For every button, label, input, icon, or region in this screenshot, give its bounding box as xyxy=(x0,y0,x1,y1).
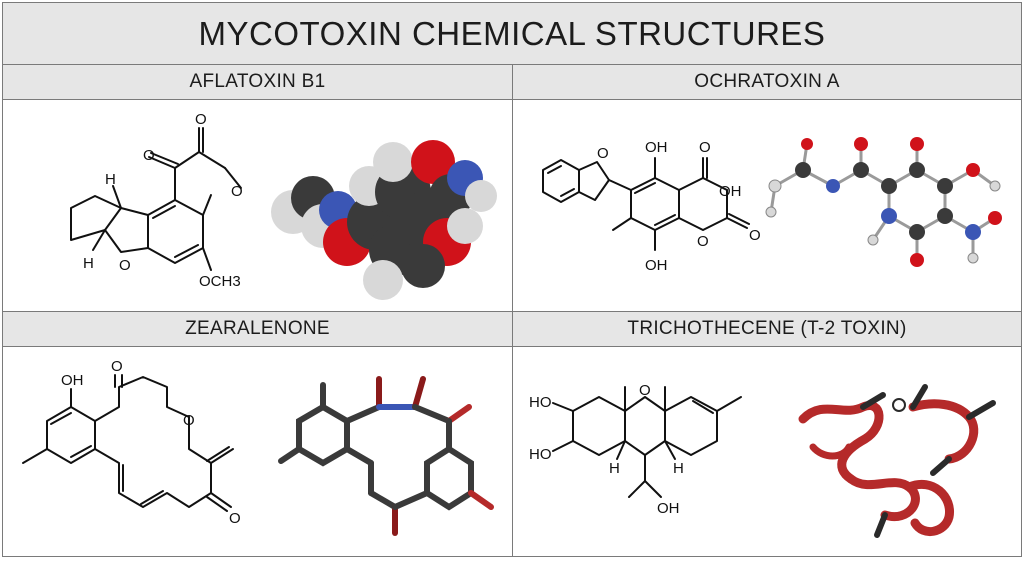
ochratoxin-ball-and-stick-model xyxy=(765,137,1002,267)
aflatoxin-structural-formula: O O O O H H OCH3 xyxy=(70,111,497,300)
panel-body: OH O O O xyxy=(3,347,512,556)
panel-header: ZEARALENONE xyxy=(3,312,512,347)
atom-label-oh: OH xyxy=(645,257,668,274)
panel-header: TRICHOTHECENE (T-2 TOXIN) xyxy=(513,312,1021,347)
atom-label-methoxy: OCH3 xyxy=(199,273,241,290)
atom-label-h: H xyxy=(609,460,620,477)
atom-label-o: O xyxy=(697,233,709,250)
atom-label-o: O xyxy=(143,147,155,164)
panel-body: HO HO O H H OH xyxy=(513,347,1021,556)
atom-label-ho: HO xyxy=(529,394,552,411)
trichothecene-ribbon-model xyxy=(798,384,996,538)
figure-title: MYCOTOXIN CHEMICAL STRUCTURES xyxy=(3,3,1021,65)
panel-body: O OH O OH O O OH xyxy=(513,100,1021,311)
atom-label-o: O xyxy=(183,412,195,429)
atom-label-oh: OH xyxy=(719,183,742,200)
atom-label-o: O xyxy=(639,382,651,399)
panel-ochratoxin-a: OCHRATOXIN A xyxy=(513,65,1021,312)
atom-label-o: O xyxy=(699,139,711,156)
ochratoxin-structural-formula: O OH O OH O O OH xyxy=(542,137,1002,274)
atom-label-o: O xyxy=(231,183,243,200)
zearalenone-structural-formula: OH O O O xyxy=(22,358,494,536)
panel-trichothecene: TRICHOTHECENE (T-2 TOXIN) xyxy=(513,312,1021,556)
panel-header: AFLATOXIN B1 xyxy=(3,65,512,100)
panel-zearalenone: ZEARALENONE xyxy=(3,312,513,556)
atom-label-o: O xyxy=(111,358,123,375)
atom-label-oh: OH xyxy=(61,372,84,389)
panel-header: OCHRATOXIN A xyxy=(513,65,1021,100)
zearalenone-stick-model xyxy=(278,376,494,536)
panel-aflatoxin-b1: AFLATOXIN B1 xyxy=(3,65,513,312)
atom-label-h: H xyxy=(105,171,116,188)
atom-label-o: O xyxy=(749,227,761,244)
atom-label-oh: OH xyxy=(645,139,668,156)
aflatoxin-space-filling-model xyxy=(271,140,497,300)
atom-label-oh: OH xyxy=(657,500,680,517)
atom-label-o: O xyxy=(597,145,609,162)
atom-label-o: O xyxy=(195,111,207,128)
atom-label-h: H xyxy=(83,255,94,272)
atom-label-h: H xyxy=(673,460,684,477)
atom-label-ho: HO xyxy=(529,446,552,463)
panel-body: O O O O H H OCH3 xyxy=(3,100,512,311)
atom-label-o: O xyxy=(119,257,131,274)
atom-label-o: O xyxy=(229,510,241,527)
trichothecene-structural-formula: HO HO O H H OH xyxy=(529,382,996,538)
